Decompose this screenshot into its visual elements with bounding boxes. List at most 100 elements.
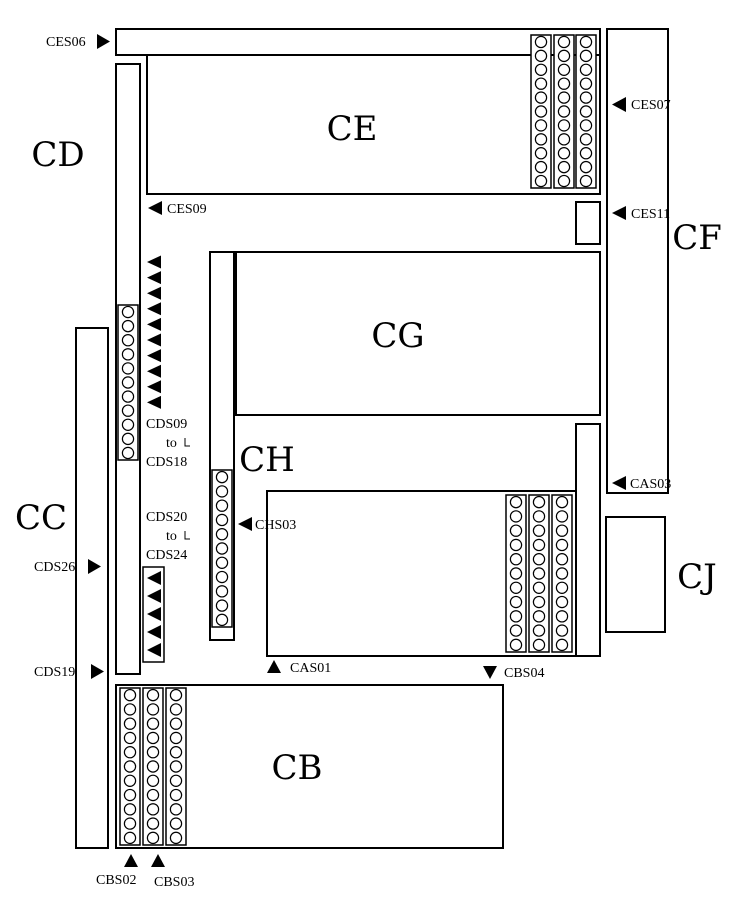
pin-hole (557, 119, 571, 132)
ces09-arrow-left (148, 201, 162, 215)
cds19-label: CDS19 (34, 665, 75, 680)
pin-hole (555, 538, 569, 552)
pin-hole (579, 119, 593, 132)
board-ce-label: CE (327, 109, 378, 149)
range-to-2: to (166, 529, 177, 544)
pin-hole (555, 638, 569, 652)
pin-hole (579, 63, 593, 76)
pin-hole (146, 774, 160, 787)
cds19-arrow-right (91, 664, 104, 679)
pin-hole (169, 731, 183, 745)
cbs03-label: CBS03 (154, 875, 194, 890)
pin-hole (215, 542, 229, 555)
cds09-label: CDS09 (146, 417, 187, 432)
cds-pin-arrow (147, 255, 161, 269)
cbs03-arrow-up (151, 854, 165, 867)
pin-hole (579, 160, 593, 174)
pin-hole (123, 688, 137, 702)
pin-hole (555, 567, 569, 580)
pin-hole (555, 510, 569, 523)
cbs04-arrow-down (483, 666, 497, 679)
pin-hole (579, 174, 593, 188)
pin-hole (555, 595, 569, 609)
ces09-label: CES09 (167, 202, 207, 217)
pin-hole (509, 638, 523, 652)
pin-hole (123, 717, 137, 730)
cas03-arrow-left (612, 476, 626, 490)
ces11-arrow-left (612, 206, 626, 220)
ces07-label: CES07 (631, 98, 671, 113)
pin-hole (509, 524, 523, 537)
pin-hole (121, 432, 135, 446)
pin-hole (557, 147, 571, 160)
range-mark-2 (184, 531, 190, 540)
ces07-arrow-left (612, 97, 626, 112)
cds-pin-arrow (147, 302, 161, 316)
pin-hole (555, 524, 569, 537)
pin-hole (123, 746, 137, 759)
pin-hole (509, 495, 523, 509)
ces11-label: CES11 (631, 207, 670, 222)
pin-hole (555, 624, 569, 637)
pin-hole (579, 35, 593, 49)
cds-block-pin-arrow (147, 607, 161, 621)
pin-hole (169, 774, 183, 787)
pin-hole (169, 703, 183, 716)
pin-hole (123, 817, 137, 830)
cd-connector (117, 304, 139, 461)
pin-hole (146, 688, 160, 702)
pin-hole (169, 746, 183, 759)
pin-hole (509, 610, 523, 623)
pin-hole (557, 91, 571, 104)
pin-hole (169, 788, 183, 802)
pin-hole (509, 538, 523, 552)
pin-hole (146, 703, 160, 716)
pin-hole (579, 49, 593, 63)
pin-hole (509, 624, 523, 637)
ch-connector (211, 469, 233, 628)
ca-connector-1 (505, 494, 527, 653)
pin-hole (557, 77, 571, 90)
pin-hole (215, 613, 229, 627)
pin-hole (215, 499, 229, 512)
pin-hole (557, 174, 571, 188)
range-mark-1 (184, 438, 190, 447)
pin-hole (123, 760, 137, 773)
board-cf-label: CF (672, 218, 722, 258)
pin-hole (146, 788, 160, 802)
cas03-label: CAS03 (630, 477, 671, 492)
pin-hole (121, 305, 135, 319)
pin-hole (123, 831, 137, 845)
board-ch-label: CH (239, 440, 295, 480)
pin-hole (557, 63, 571, 76)
cbs04-label: CBS04 (504, 666, 544, 681)
pin-hole (534, 160, 548, 174)
cds-pin-arrow (147, 395, 161, 409)
cds-pin-arrow (147, 317, 161, 331)
pin-hole (579, 133, 593, 146)
pin-hole (557, 49, 571, 63)
chs03-arrow-left (238, 517, 252, 531)
cbs02-label: CBS02 (96, 873, 136, 888)
pin-hole (146, 831, 160, 845)
pin-hole (169, 760, 183, 773)
range-to-1: to (166, 436, 177, 451)
cds18-label: CDS18 (146, 455, 187, 470)
board-cj (605, 516, 666, 633)
pin-hole (123, 788, 137, 802)
cbs02-arrow-up (124, 854, 138, 867)
ces06-arrow-right (97, 34, 110, 49)
pin-hole (532, 581, 546, 594)
cas01-arrow-up (267, 660, 281, 673)
cds26-label: CDS26 (34, 560, 75, 575)
ce-connector-3 (575, 34, 597, 189)
cds24-label: CDS24 (146, 548, 187, 563)
cds09-18-pins (147, 255, 161, 409)
pin-hole (146, 817, 160, 830)
pin-hole (215, 513, 229, 527)
cb-connector-3 (165, 687, 187, 846)
pin-hole (532, 510, 546, 523)
connector-strips (117, 34, 597, 846)
pin-hole (123, 803, 137, 816)
